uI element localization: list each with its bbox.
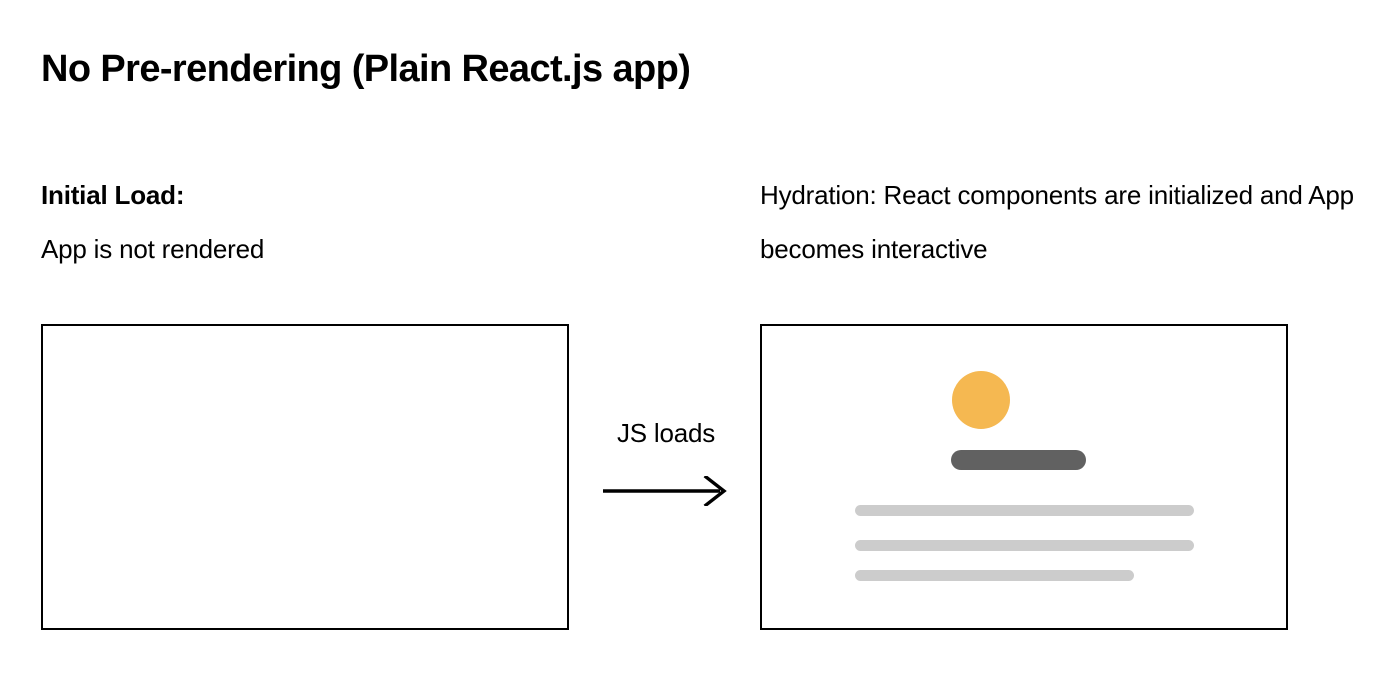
dark-bar-placeholder <box>951 450 1086 470</box>
initial-load-caption: Initial Load: <box>41 168 601 222</box>
hydrated-app-frame <box>760 324 1288 630</box>
hydration-caption: Hydration: React components are initiali… <box>760 168 1360 276</box>
initial-load-heading: Initial Load: <box>41 180 185 210</box>
text-line-placeholder-3 <box>855 570 1134 581</box>
right-column-text: Hydration: React components are initiali… <box>760 168 1360 276</box>
right-arrow-icon <box>603 476 727 506</box>
hydration-heading: Hydration: <box>760 180 877 210</box>
circle-placeholder-icon <box>952 371 1010 429</box>
page-title: No Pre-rendering (Plain React.js app) <box>41 48 691 90</box>
hydration-description: React components are initialized and App… <box>760 180 1354 264</box>
text-line-placeholder-1 <box>855 505 1194 516</box>
left-column-text: Initial Load: App is not rendered <box>41 168 601 276</box>
js-loads-label: JS loads <box>616 418 716 448</box>
text-line-placeholder-2 <box>855 540 1194 551</box>
transition-group: JS loads <box>598 416 734 506</box>
initial-load-description-row: App is not rendered <box>41 222 601 276</box>
app-skeleton <box>762 326 1286 628</box>
empty-app-frame <box>41 324 569 630</box>
initial-load-description: App is not rendered <box>41 234 265 264</box>
